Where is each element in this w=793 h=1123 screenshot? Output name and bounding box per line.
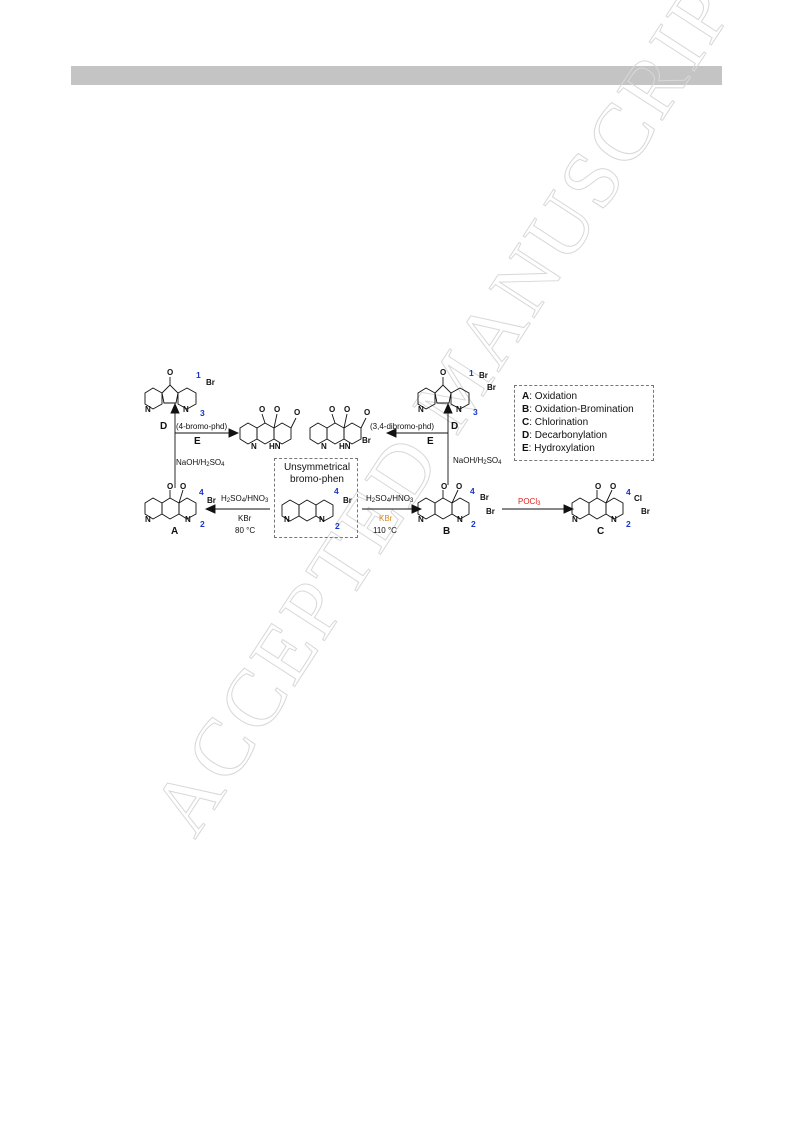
position-3: 3 [473, 407, 478, 417]
position-4: 4 [626, 487, 631, 497]
atom-br: Br [479, 371, 488, 380]
position-2: 2 [200, 519, 205, 529]
condition-right-acid: H2SO4/HNO3 [366, 494, 414, 504]
position-4: 4 [199, 487, 204, 497]
structure-bromo-phen [281, 499, 334, 522]
step-d-right: D [451, 421, 459, 432]
atom-o: O [364, 408, 371, 417]
structure-a [144, 489, 197, 520]
arrows [170, 402, 575, 514]
legend-item-d: D: Decarbonylation [522, 430, 608, 441]
atom-n: N [457, 515, 463, 524]
header-bar [71, 66, 722, 85]
condition-naoh-left: NaOH/H2SO4 [176, 458, 225, 468]
atom-br-orange: Br [362, 436, 371, 445]
condition-naoh-right: NaOH/H2SO4 [453, 456, 502, 466]
atom-o: O [294, 408, 301, 417]
atom-o: O [167, 482, 174, 491]
legend-item-e: E: Hydroxylation [522, 443, 595, 454]
condition-right-temp: 110 °C [373, 526, 397, 535]
atom-br-orange: Br [487, 383, 496, 392]
atom-n: N [284, 515, 290, 524]
atom-hn: HN [269, 442, 281, 451]
step-e-left: E [194, 436, 201, 447]
atom-n: N [251, 442, 257, 451]
atom-n: N [145, 405, 151, 414]
structure-c [571, 489, 624, 520]
atom-n: N [572, 515, 578, 524]
atom-o: O [167, 368, 174, 377]
starting-material-title: Unsymmetrical bromo-phen [283, 462, 351, 485]
atom-br-orange: Br [641, 507, 650, 516]
structure-phd-right [309, 413, 367, 445]
compound-a-label: A [171, 526, 179, 537]
label-3-4-dibromo-phd: (3,4-dibromo-phd) [370, 422, 435, 431]
atom-n: N [456, 405, 462, 414]
legend-box: A: Oxidation B: Oxidation-Bromination C:… [514, 385, 654, 461]
structure-fluorenone-right [417, 377, 470, 410]
atom-n: N [183, 405, 189, 414]
atom-cl: Cl [634, 494, 642, 503]
atom-o: O [456, 482, 463, 491]
structure-b [417, 489, 470, 520]
atom-br-orange: Br [486, 507, 495, 516]
position-4: 4 [470, 486, 475, 496]
atom-br: Br [480, 493, 489, 502]
compound-c-label: C [597, 526, 605, 537]
condition-left-acid: H2SO4/HNO3 [221, 494, 269, 504]
atom-hn: HN [339, 442, 351, 451]
atom-o: O [274, 405, 281, 414]
position-1: 1 [196, 370, 201, 380]
atom-n: N [418, 515, 424, 524]
atom-n: N [418, 405, 424, 414]
atom-n: N [319, 515, 325, 524]
structure-fluorenone-left [144, 377, 197, 410]
atom-n: N [185, 515, 191, 524]
atom-n: N [321, 442, 327, 451]
position-2: 2 [335, 521, 340, 531]
atom-br: Br [343, 496, 352, 505]
structure-phd-left [239, 413, 297, 445]
condition-pocl3: POCl3 [518, 497, 541, 507]
atom-o: O [441, 482, 448, 491]
step-d-left: D [160, 421, 168, 432]
position-2: 2 [471, 519, 476, 529]
atom-br: Br [207, 496, 216, 505]
atom-n: N [611, 515, 617, 524]
atom-o: O [610, 482, 617, 491]
legend-item-c: C: Chlorination [522, 417, 589, 428]
atom-o: O [595, 482, 602, 491]
atom-n: N [145, 515, 151, 524]
condition-right-kbr: KBr [379, 514, 393, 523]
step-e-right: E [427, 436, 434, 447]
position-4: 4 [334, 486, 339, 496]
starting-material-box: Unsymmetrical bromo-phen [274, 458, 358, 538]
condition-left-temp: 80 °C [235, 526, 256, 535]
atom-o: O [440, 368, 447, 377]
atom-o: O [180, 482, 187, 491]
position-3: 3 [200, 408, 205, 418]
compound-b-label: B [443, 526, 451, 537]
atom-o: O [259, 405, 266, 414]
legend-item-b: B: Oxidation-Bromination [522, 404, 634, 415]
condition-left-kbr: KBr [238, 514, 252, 523]
legend-item-a: A: Oxidation [522, 391, 578, 402]
atom-o: O [329, 405, 336, 414]
label-4-bromo-phd: (4-bromo-phd) [176, 422, 228, 431]
atom-br: Br [206, 378, 215, 387]
atom-o: O [344, 405, 351, 414]
position-1: 1 [469, 368, 474, 378]
position-2: 2 [626, 519, 631, 529]
